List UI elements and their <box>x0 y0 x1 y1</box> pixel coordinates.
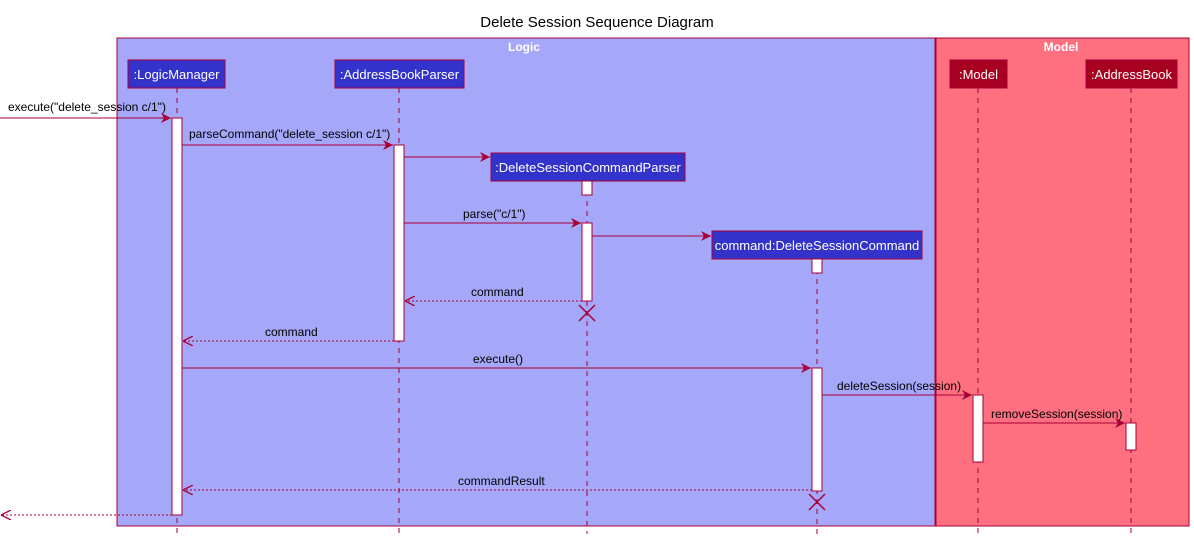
participant-label: :LogicManager <box>134 67 221 82</box>
participant-model: :Model <box>949 59 1008 89</box>
participant-label: command:DeleteSessionCommand <box>715 238 919 253</box>
logic-box-label: Logic <box>508 40 540 54</box>
label-command-result: commandResult <box>458 474 545 488</box>
label-parse-command: parseCommand("delete_session c/1") <box>189 127 390 141</box>
participant-delete-session-command: command:DeleteSessionCommand <box>711 230 923 260</box>
activation-parser-creation <box>581 180 593 196</box>
diagram-title: Delete Session Sequence Diagram <box>480 14 713 31</box>
participant-address-book: :AddressBook <box>1085 59 1178 89</box>
label-remove-session: removeSession(session) <box>991 407 1122 421</box>
activation-parser-parse <box>581 222 593 302</box>
participant-label: :AddressBookParser <box>340 67 460 82</box>
label-return-command-2: command <box>265 325 318 339</box>
activations <box>171 117 1137 516</box>
activation-command-creation <box>811 258 823 274</box>
label-return-command-1: command <box>471 285 524 299</box>
participant-label: :AddressBook <box>1091 67 1172 82</box>
activation-command-execute <box>811 367 823 492</box>
participant-address-book-parser: :AddressBookParser <box>334 59 465 89</box>
activation-address-book-parser <box>393 144 405 342</box>
logic-box: Logic <box>116 37 936 527</box>
label-execute: execute() <box>473 352 523 366</box>
model-box-label: Model <box>1044 40 1079 54</box>
participant-logic-manager: :LogicManager <box>127 59 226 89</box>
label-execute-call: execute("delete_session c/1") <box>8 100 166 114</box>
activation-model <box>972 394 984 463</box>
destroy-parser-icon <box>578 304 596 322</box>
participant-label: :DeleteSessionCommandParser <box>495 160 681 175</box>
label-delete-session: deleteSession(session) <box>837 379 961 393</box>
participant-label: :Model <box>959 67 998 82</box>
messages <box>0 113 1125 515</box>
activation-address-book <box>1125 422 1137 451</box>
destroy-command-icon <box>808 493 826 511</box>
message-labels: execute("delete_session c/1") parseComma… <box>8 100 1122 488</box>
label-parse: parse("c/1") <box>463 207 526 221</box>
activation-logic-manager <box>171 117 183 516</box>
participant-delete-session-command-parser: :DeleteSessionCommandParser <box>490 152 686 182</box>
